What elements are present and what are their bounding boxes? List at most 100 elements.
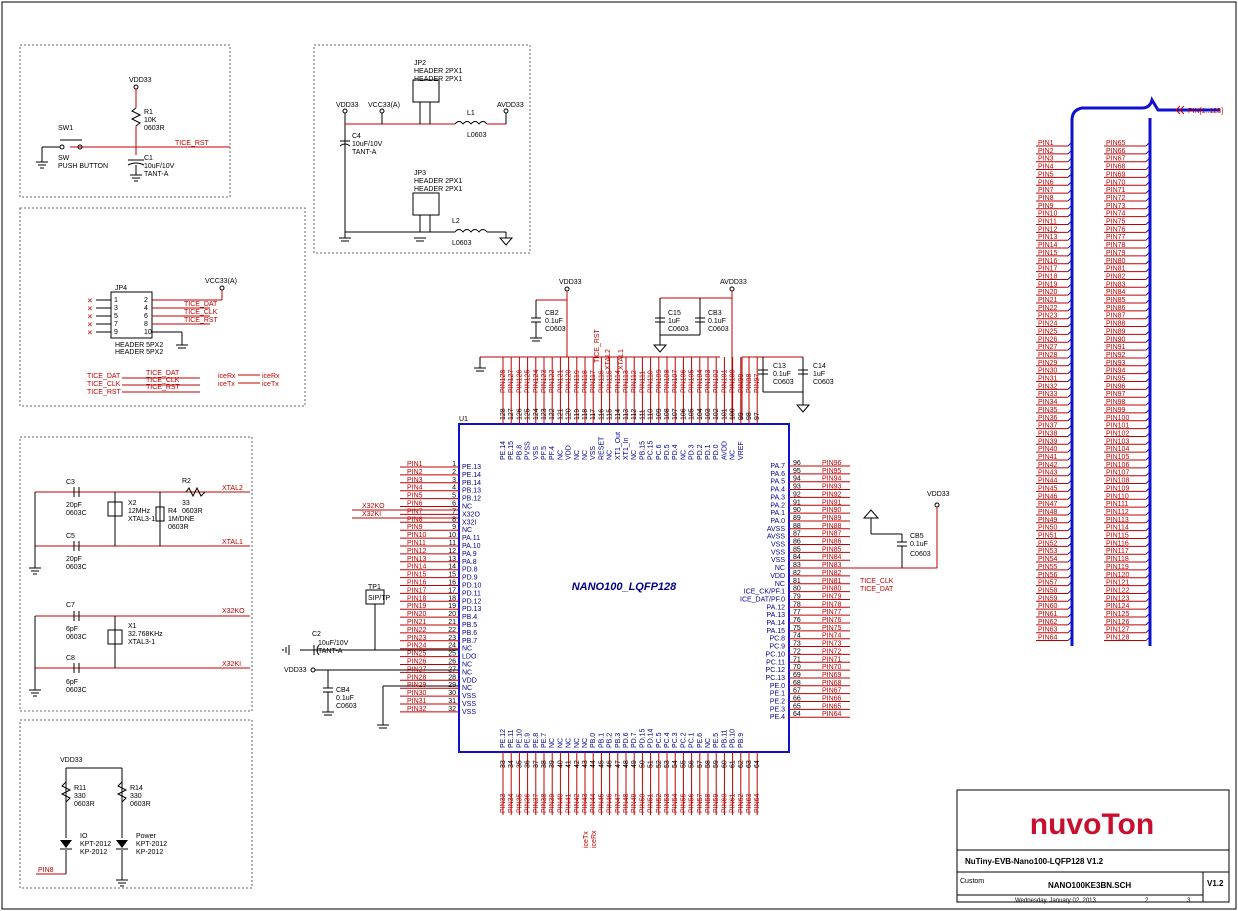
bus-net-label: PIN78 xyxy=(1106,242,1126,249)
bus-entry xyxy=(1145,322,1151,327)
bus-net-label: PIN1 xyxy=(1038,140,1054,147)
bus-net-label: PIN64 xyxy=(1038,635,1058,642)
u1-right-net: PIN76 xyxy=(822,617,842,624)
bus-entry xyxy=(1145,196,1151,202)
tice-rst-top: TICE_RST xyxy=(594,328,601,363)
u1-pin-label: PD.1 xyxy=(705,444,712,460)
jp3-type2: HEADER 2PX1 xyxy=(414,186,462,193)
avdd33-label: AVDD33 xyxy=(497,102,524,109)
u1-left-net: PIN5 xyxy=(407,493,423,500)
jp4-pin-number: 2 xyxy=(144,297,148,304)
bus-net-label: PIN35 xyxy=(1038,407,1058,414)
u1-left-net: PIN7 xyxy=(407,508,423,515)
u1-bottom-net: PIN53 xyxy=(664,793,671,813)
bus-entry xyxy=(1067,330,1073,335)
bus-net-label: PIN44 xyxy=(1038,478,1058,485)
u1-pin-label: NC xyxy=(557,450,564,460)
u1-right-net: PIN78 xyxy=(822,601,842,608)
bus-net-label: PIN66 xyxy=(1106,148,1126,155)
u1-pin-label: XT1_Out xyxy=(615,432,622,460)
u1-pin-number: 99 xyxy=(738,412,745,420)
u1-pin-number: 1 xyxy=(452,461,456,468)
jp4-type: HEADER 5PX2 xyxy=(115,342,163,349)
u1-pin-label: NC xyxy=(462,669,472,676)
u1-pin-number: 102 xyxy=(713,408,720,420)
u1-pin-number: 113 xyxy=(623,409,630,420)
led-block xyxy=(19,719,253,889)
u1-pin-number: 120 xyxy=(566,408,573,420)
u1-bottom-net: PIN40 xyxy=(557,793,564,813)
u1-left-net: PIN6 xyxy=(407,501,423,508)
bus-net-label: PIN20 xyxy=(1038,289,1058,296)
bus-entry xyxy=(1145,188,1151,194)
jp3-ref: JP3 xyxy=(414,170,426,177)
bus-net-label: PIN26 xyxy=(1038,336,1058,343)
u1-pin-number: 88 xyxy=(793,523,801,530)
bus-net-label: PIN54 xyxy=(1038,556,1058,563)
u1-pin-number: 127 xyxy=(508,408,515,420)
cb3-ref: CB3 xyxy=(708,310,722,317)
u1-pin-number: 17 xyxy=(448,587,456,594)
u1-pin-number: 72 xyxy=(793,648,801,655)
u1-pin-number: 38 xyxy=(541,760,548,768)
u1-pin-number: 83 xyxy=(793,562,801,569)
bus-entry xyxy=(1145,557,1151,563)
u1-top-net: PIN114 xyxy=(615,370,622,393)
bus-entry xyxy=(1145,345,1151,351)
u1-top-net: PIN122 xyxy=(549,370,556,393)
tice-dat-right: TICE_DAT xyxy=(860,586,894,593)
project-title: NuTiny-EVB-Nano100-LQFP128 V1.2 xyxy=(965,857,1104,866)
u1-pin-number: 60 xyxy=(721,760,728,768)
l1-pkg: L0603 xyxy=(467,132,487,139)
u1-bottom-net: PIN35 xyxy=(516,793,523,813)
bus-net-label: PIN4 xyxy=(1038,164,1054,171)
u1-pin-number: 108 xyxy=(664,408,671,420)
c13-value: 0.1uF xyxy=(773,371,791,378)
u1-pin-label: PD.7 xyxy=(631,732,638,748)
jp4-ref: JP4 xyxy=(115,285,127,292)
jp4-pin-number: 1 xyxy=(114,297,118,304)
u1-left-net: PIN8 xyxy=(407,516,423,523)
u1-bottom-net: PIN34 xyxy=(508,793,515,813)
c2-value: 10uF/10V xyxy=(318,640,349,647)
u1-top-net: PIN112 xyxy=(631,370,638,393)
c13-pkg: C0603 xyxy=(773,379,794,386)
u1-pin-label: PB.3 xyxy=(615,733,622,748)
u1-pin-label: PC.10 xyxy=(766,651,786,658)
u1-pin-number: 12 xyxy=(448,548,456,555)
no-connect-mark: ✕ xyxy=(87,322,93,329)
u1-pin-number: 57 xyxy=(697,760,704,768)
no-connect-mark: ✕ xyxy=(87,314,93,321)
u1-pin-number: 35 xyxy=(516,760,523,768)
u1-bottom-net: PIN54 xyxy=(672,793,679,813)
bus-net-label: PIN36 xyxy=(1038,415,1058,422)
u1-left-net: PIN20 xyxy=(407,611,427,618)
u1-pin-number: 84 xyxy=(793,554,801,561)
u1-pin-number: 30 xyxy=(448,690,456,697)
u1-left-net: PIN2 xyxy=(407,469,423,476)
bus-entry xyxy=(1067,400,1073,406)
u1-left-net: PIN17 xyxy=(407,587,427,594)
u1-pin-label: PB.12 xyxy=(462,496,481,503)
bus-net-label: PIN98 xyxy=(1106,399,1126,406)
bus-entry xyxy=(1067,227,1073,233)
bus-net-label: PIN34 xyxy=(1038,399,1058,406)
bus-entry xyxy=(1145,377,1151,382)
bus-net-label: PIN95 xyxy=(1106,376,1126,383)
tice-dat-2: TICE_DAT xyxy=(87,373,121,380)
bus-entry xyxy=(1067,251,1073,257)
sheet-of: 3 xyxy=(1187,898,1191,904)
u1-pin-label: PB.10 xyxy=(730,729,737,748)
u1-bottom-net: PIN41 xyxy=(566,793,573,813)
bus-entry xyxy=(1145,565,1151,571)
u1-pin-number: 105 xyxy=(689,408,696,420)
u1-left-net: PIN19 xyxy=(407,603,427,610)
date-label: Wednesday, January 02, 2013 xyxy=(1015,898,1096,904)
u1-pin-number: 55 xyxy=(680,760,687,768)
bus-entry xyxy=(1067,361,1073,367)
u1-pin-label: VSS xyxy=(462,701,476,708)
u1-right-net: PIN70 xyxy=(822,664,842,671)
bus-entry xyxy=(1067,581,1073,586)
cb3-value: 0.1uF xyxy=(708,318,726,325)
u1-pin-label: PB.13 xyxy=(462,488,481,495)
